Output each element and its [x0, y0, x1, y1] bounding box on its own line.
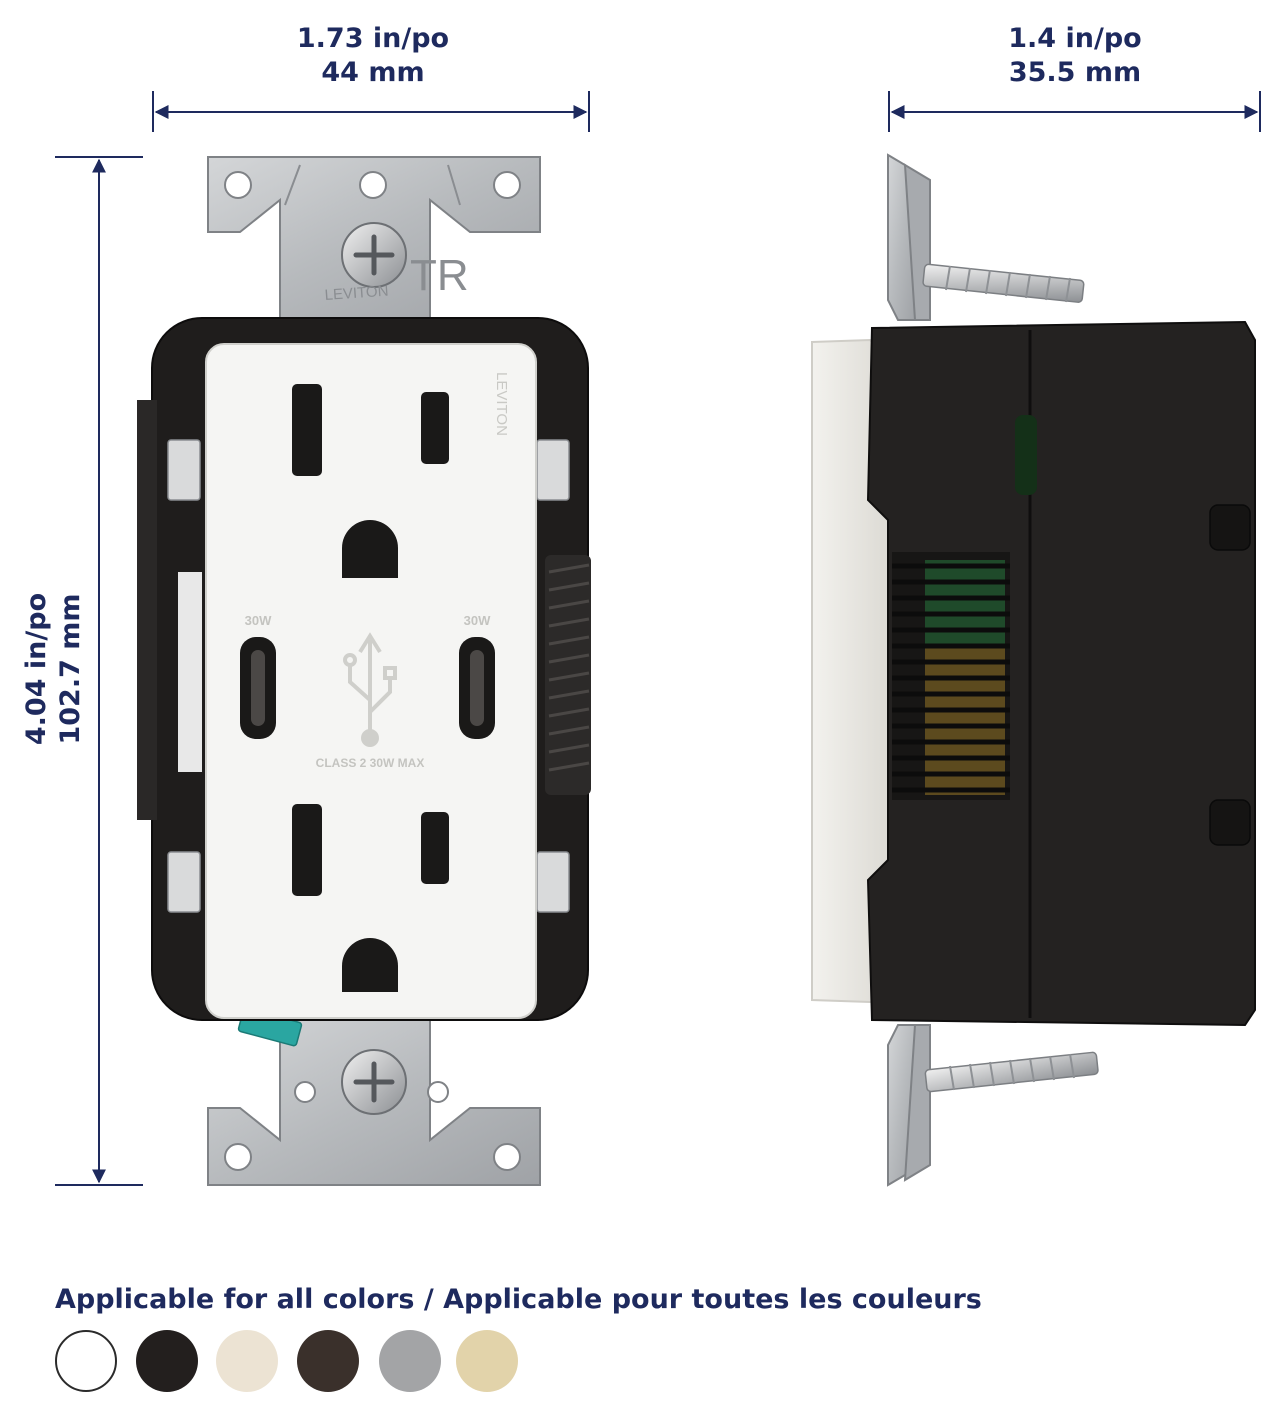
width-metric: 44 mm [321, 57, 425, 88]
yoke-tr-mark: TR [410, 251, 469, 300]
side-top-strap [887, 153, 1085, 321]
height-dimension-line [55, 156, 143, 1186]
side-indicator [1015, 415, 1037, 495]
housing-side-ridge [137, 400, 157, 820]
side-top-mounting-screw [922, 263, 1085, 303]
bottom-mounting-strap [207, 1007, 541, 1186]
yoke-brand-mark: LEVITON [324, 283, 389, 304]
front-vent [545, 555, 591, 795]
usb-c-port-right [459, 637, 495, 739]
side-view [811, 153, 1256, 1187]
side-housing [866, 320, 1256, 1027]
usb-c-port-left [240, 637, 276, 739]
usb-logo-icon [343, 632, 397, 747]
depth-metric: 35.5 mm [1008, 57, 1142, 88]
color-swatch-brown [297, 1330, 359, 1392]
depth-dimension-line [888, 91, 1261, 132]
color-swatch-light-almond [216, 1330, 278, 1392]
side-bottom-strap [887, 1024, 1099, 1187]
usb-class-rating: CLASS 2 30W MAX [316, 756, 425, 770]
usb-port-right-rating: 30W [464, 613, 491, 628]
housing-clips [167, 439, 570, 913]
usb-port-left-rating: 30W [245, 613, 272, 628]
color-swatch-black [136, 1330, 198, 1392]
width-imperial: 1.73 in/po [296, 23, 450, 54]
width-dimension-line [152, 91, 590, 132]
colors-caption: Applicable for all colors / Applicable p… [55, 1284, 982, 1315]
width-dimension-label: 1.73 in/po 44 mm [233, 22, 513, 90]
front-view: TR LEVITON [137, 156, 591, 1186]
face-brand-mark: LEVITON [493, 372, 510, 436]
bottom-screw-icon [341, 1049, 407, 1115]
color-swatch-ivory [456, 1330, 518, 1392]
depth-imperial: 1.4 in/po [1008, 23, 1142, 54]
top-screw-icon [341, 222, 407, 288]
bottom-outlet [292, 804, 449, 992]
depth-dimension-label: 1.4 in/po 35.5 mm [935, 22, 1215, 90]
rating-label-strip [178, 572, 202, 772]
side-vent-window [892, 552, 1010, 800]
top-outlet [292, 384, 449, 578]
color-swatch-gray [379, 1330, 441, 1392]
color-swatch-white [55, 1330, 117, 1392]
top-mounting-strap: TR LEVITON [207, 156, 541, 319]
product-drawing: TR LEVITON [55, 91, 1261, 1187]
